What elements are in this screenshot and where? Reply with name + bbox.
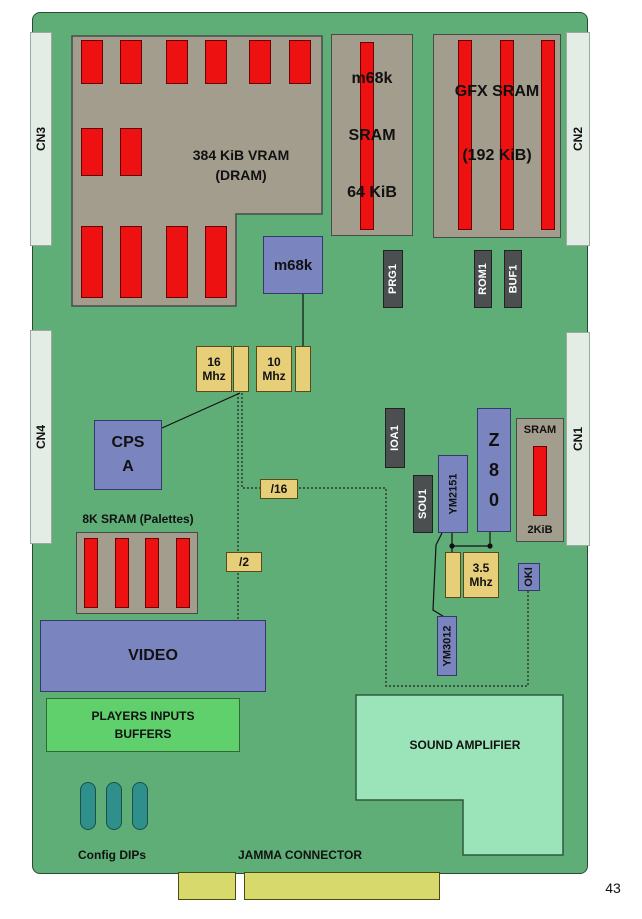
cpu-sram-label-1: m68k — [351, 70, 393, 87]
ym3012-chip: YM3012 — [437, 616, 457, 676]
ym3012-wire — [432, 532, 447, 619]
vram-label: 384 KiB VRAM (DRAM) — [192, 147, 290, 183]
vram-chip — [120, 128, 142, 176]
sound-sram-label: SRAM — [523, 424, 557, 436]
cpu-sram-label-2: SRAM — [348, 127, 396, 144]
ym2151-chip: YM2151 — [438, 455, 468, 533]
vram-chip — [81, 40, 103, 84]
vram-chip — [249, 40, 271, 84]
crystal-3-5mhz — [445, 552, 461, 598]
page-number: 43 — [605, 880, 621, 896]
vram-chip — [166, 226, 188, 298]
connector-cn1: CN1 — [566, 332, 590, 546]
sound-amplifier — [355, 694, 564, 856]
chip-rom1: ROM1 — [474, 250, 492, 308]
jamma-label: JAMMA CONNECTOR — [237, 848, 362, 862]
crystal-16mhz — [233, 346, 249, 392]
vram-chip — [81, 128, 103, 176]
gfx-sram-chip — [500, 40, 514, 230]
divider-2: /2 — [226, 552, 262, 572]
vram-chip — [120, 226, 142, 298]
z80-chip: Z 8 0 — [477, 408, 511, 532]
chip-ioa1: IOA1 — [385, 408, 405, 468]
gfx-sram-block — [433, 34, 561, 238]
vram-chip — [205, 226, 227, 298]
vram-chip — [81, 226, 103, 298]
chip-sou1: SOU1 — [413, 475, 433, 533]
gfx-sram-label-2: (192 KiB) — [462, 147, 532, 164]
chip-prg1: PRG1 — [383, 250, 403, 308]
chip-buf1: BUF1 — [504, 250, 522, 308]
gfx-sram-chip — [541, 40, 555, 230]
dip-switch — [106, 782, 122, 830]
sound-sram-chip — [533, 446, 547, 516]
palette-sram-label: 8K SRAM (Palettes) — [82, 512, 194, 526]
vram-chip — [289, 40, 311, 84]
crystal-10mhz — [295, 346, 311, 392]
connector-cn4: CN4 — [30, 330, 52, 544]
cpu-sram-chip — [360, 42, 374, 230]
palette-sram-chip — [115, 538, 129, 608]
config-dips-label: Config DIPs — [78, 848, 146, 862]
video-block: VIDEO — [40, 620, 266, 692]
oki-clock-trace — [241, 393, 529, 687]
gfx-sram-chip — [458, 40, 472, 230]
gfx-sram-label-1: GFX SRAM — [454, 83, 540, 100]
vram-chip — [120, 40, 142, 84]
oki-chip: OKI — [518, 563, 540, 591]
sound-sram-size: 2KiB — [527, 524, 553, 536]
palette-sram-chip — [84, 538, 98, 608]
palette-sram-chip — [145, 538, 159, 608]
vram-chip — [205, 40, 227, 84]
jamma-connector-left — [178, 872, 236, 900]
divider-16: /16 — [260, 479, 298, 499]
vram-chip — [166, 40, 188, 84]
connector-cn3: CN3 — [30, 32, 52, 246]
m68k-cpu: m68k — [263, 236, 323, 294]
palette-sram-chip — [176, 538, 190, 608]
dip-switch — [80, 782, 96, 830]
cps-clock-wire — [161, 392, 241, 429]
dip-switch — [132, 782, 148, 830]
cpu-sram-label-3: 64 KiB — [347, 184, 397, 201]
connector-cn2: CN2 — [566, 32, 590, 246]
jamma-connector-right — [244, 872, 440, 900]
sound-amplifier-label: SOUND AMPLIFIER — [409, 738, 521, 752]
